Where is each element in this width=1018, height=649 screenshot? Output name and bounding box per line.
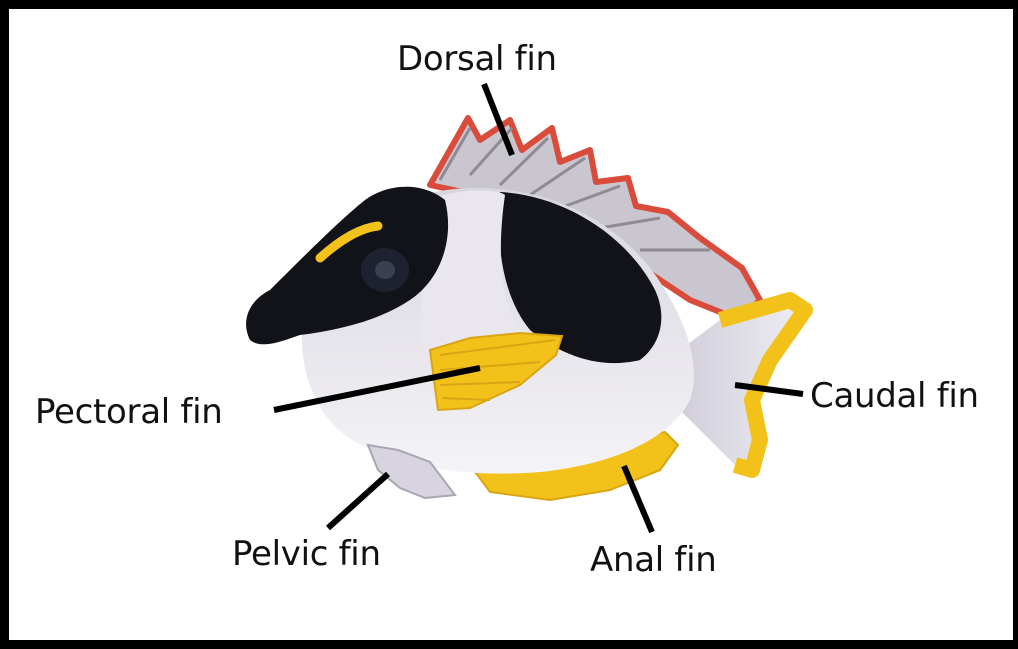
pectoral-fin-label: Pectoral fin (35, 395, 222, 429)
dorsal-fin-label: Dorsal fin (397, 42, 557, 76)
pelvic-fin-pointer (328, 474, 388, 528)
anal-fin-label: Anal fin (590, 543, 716, 577)
pelvic-fin-label: Pelvic fin (232, 537, 381, 571)
caudal-fin-label: Caudal fin (810, 379, 979, 413)
